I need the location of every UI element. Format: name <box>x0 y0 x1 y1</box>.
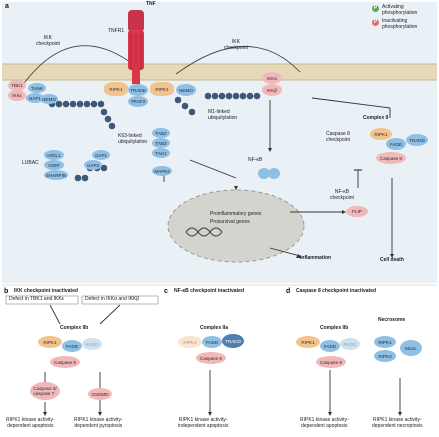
panel-b-out2: RIPK1 kinase activity- dependent pyropto… <box>74 417 123 429</box>
tab3-node: TAB3 <box>152 138 170 148</box>
nap1-node: NAP1 <box>26 93 44 103</box>
panel-d-out1: RIPK1 kinase activity- dependent apoptos… <box>300 417 349 429</box>
tab2-node: TAB2 <box>152 128 170 138</box>
panel-c-fadd-node: FADD <box>202 336 222 348</box>
defect1-label: Defect in TBK1 and IKKε <box>9 296 64 302</box>
mapks-node: MAPKs <box>152 166 172 176</box>
ripk1-complex2-node: RIPK1 <box>370 128 392 140</box>
pro-inflam-label: Proinflammatory genes <box>210 211 262 217</box>
panel-b-ripk1-node: RIPK1 <box>38 336 62 348</box>
tradd-complex2-node: TRADD <box>406 134 428 146</box>
activating-phosphorylation-icon: P <box>372 5 379 12</box>
panel-b-radd-node: RADD <box>82 338 102 350</box>
sharpin-node: SHARPIN <box>44 170 68 180</box>
panel-b-caspase8-node: Caspase 8 <box>50 356 80 368</box>
legend-activating-label: Activating phosphorylation <box>382 4 418 16</box>
dna-icon <box>185 227 223 237</box>
panel-b-out1: RIPK1 kinase activity- dependent apoptos… <box>6 417 55 429</box>
complex2-label: Complex II <box>363 115 389 121</box>
ripk1-right-node: RIPK1 <box>150 82 174 96</box>
tnf-label: TNF <box>146 1 156 7</box>
caspase8-complex2-node: Caspase 8 <box>376 152 406 164</box>
tnfr1-label: TNFR1 <box>108 28 125 34</box>
ikk-checkpoint-right-label: IKK checkpoint <box>224 39 248 51</box>
nemo-left-node: NEMO <box>40 94 58 104</box>
defect2-label: Defect in IKKα and IKKβ <box>85 296 140 302</box>
m1-label: M1-linked ubiquitylation <box>208 109 238 121</box>
panel-b-caspase37-node: Caspase 3/ caspase 7 <box>30 382 60 400</box>
ikke-node: IKKε <box>8 90 26 101</box>
nfkb-node-2 <box>268 168 280 179</box>
panel-b-gsdmd-node: GSDMD <box>88 388 112 400</box>
panel-d-ripk1-necrosome-node: RIPK1 <box>374 336 396 348</box>
ikk-checkpoint-left-label: IKK checkpoint <box>36 35 60 47</box>
panel-b-complex-label: Complex IIb <box>60 325 89 331</box>
ikk-checkpoint-left-arc <box>21 45 131 87</box>
necrosome-label: Necrosome <box>378 317 406 323</box>
panel-d-letter: d <box>286 288 291 295</box>
nfkb-checkpoint-label: NF-κB checkpoint <box>330 189 354 201</box>
k63-label: K63-linked ubiquitylation <box>118 133 148 145</box>
arrow-nucleus-to-inflammation <box>269 247 301 257</box>
cell-membrane <box>2 64 437 80</box>
panel-b-title: IKK checkpoint inactivated <box>14 288 78 294</box>
traf2-node: TRAF2 <box>128 96 148 107</box>
nfkb-label: NF-κB <box>248 157 263 163</box>
inflammation-label: Inflammation <box>300 255 332 261</box>
panel-d-complex-label: Complex IIb <box>320 325 349 331</box>
nucleus <box>167 189 305 263</box>
nemo-right-node: NEMO <box>176 84 196 96</box>
tbk1-node: TBK1 <box>8 80 26 91</box>
ripk1-left-node: RIPK1 <box>104 82 128 96</box>
panel-c-tradd-node: TRADD <box>222 334 244 348</box>
panel-c-letter: c <box>164 288 168 295</box>
panel-a-letter: a <box>5 3 9 10</box>
panel-d-title: Caspase 8 checkpoint inactivated <box>296 288 377 294</box>
ub-chain-right <box>174 92 261 116</box>
hoil1-node: HOIL1 <box>44 150 64 160</box>
panel-b-letter: b <box>4 288 9 295</box>
panel-c-complex-label: Complex IIa <box>200 325 229 331</box>
panel-b-fadd-node: FADD <box>62 340 82 352</box>
panel-d-fadd-node: FADD <box>320 340 340 352</box>
flip-node: FLIP <box>346 206 368 217</box>
ciap1-node: cIAP1 <box>92 150 110 160</box>
panel-c-caspase8-node: Caspase 8 <box>196 352 226 364</box>
fadd-complex2-node: FADD <box>386 138 406 150</box>
ciap2-node: cIAP2 <box>84 160 102 170</box>
tak1-node: TAK1 <box>152 148 170 158</box>
inactivating-phosphorylation-icon: P <box>372 19 379 26</box>
ikkb-node: IKKβ <box>262 84 282 96</box>
tnf-trimer <box>128 10 144 32</box>
panel-d-out2: RIPK1 kinase activity- dependent necropt… <box>372 417 423 429</box>
pro-surv-label: Prosurvival genes <box>210 219 250 225</box>
panel-d-ripk3-node: RIPK3 <box>374 350 396 362</box>
ikka-node: IKKα <box>262 72 282 84</box>
panel-d-ripk1-node: RIPK1 <box>296 336 320 348</box>
legend-inactivating-label: Inactivating phosphorylation <box>382 18 418 30</box>
panel-d-caspase8-node: Caspase 8 <box>316 356 346 368</box>
panel-d-mlkl-node: MLKL <box>400 340 422 356</box>
lubac-label: LUBAC <box>22 160 39 166</box>
arrow-tak1-to-nfkb <box>189 159 237 179</box>
panel-d-radd-node: RADD <box>340 338 360 350</box>
tank-node: TANK <box>28 83 46 93</box>
ikk-checkpoint-right-arc <box>175 46 301 75</box>
caspase8-checkpoint-label: Caspase 8 checkpoint <box>326 131 350 143</box>
hoip-node: HOIP <box>44 160 64 170</box>
panel-c-title: NF-κB checkpoint inactivated <box>174 288 245 294</box>
cell-death-label: Cell death <box>380 257 404 263</box>
arrow-ikk-to-complex2 <box>311 97 391 109</box>
tradd-node: TRADD <box>128 84 148 96</box>
nfkb-node-1 <box>258 168 270 179</box>
panel-c-out: RIPK1 kinase activity- independent apopt… <box>178 417 229 429</box>
panel-c-ripk1-node: RIPK1 <box>178 336 202 348</box>
